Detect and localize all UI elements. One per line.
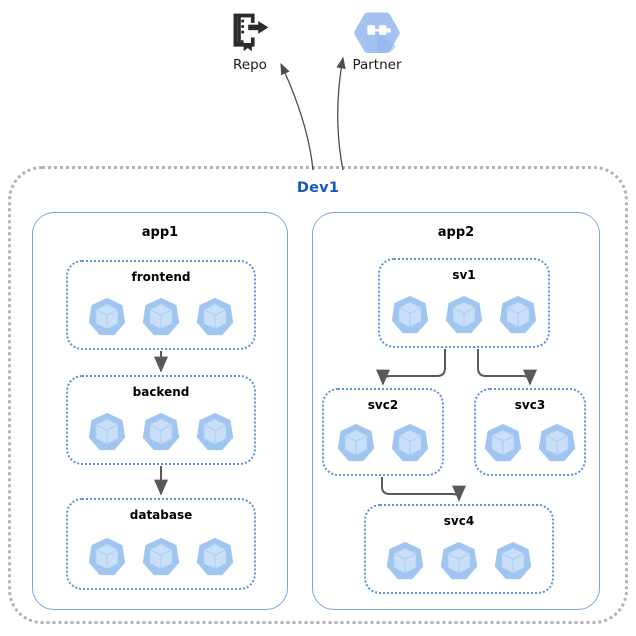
service-box-sv1[interactable]: sv1 — [378, 258, 550, 348]
application-label: app2 — [437, 225, 475, 240]
pod-row — [68, 411, 254, 453]
pod-icon — [386, 541, 424, 580]
service-label: svc2 — [367, 398, 399, 412]
connector-dev1-repo — [280, 62, 314, 171]
service-label: sv1 — [452, 268, 476, 282]
external-node-label: Repo — [233, 57, 267, 73]
pod-row — [324, 422, 442, 464]
service-label: database — [129, 508, 193, 522]
environment-boundary-dev1[interactable] — [8, 166, 628, 624]
pod-icon — [484, 423, 522, 462]
pod-icon — [494, 541, 532, 580]
pod-icon — [142, 537, 180, 576]
pod-icon — [142, 297, 180, 336]
external-node-label: Partner — [352, 57, 402, 73]
connector-dev1-partner — [336, 56, 346, 171]
pod-icon — [88, 537, 126, 576]
service-box-svc3[interactable]: svc3 — [474, 388, 586, 476]
service-box-database[interactable]: database — [66, 498, 256, 590]
service-label: frontend — [131, 270, 191, 284]
application-label: app1 — [141, 225, 179, 240]
pod-row — [68, 296, 254, 338]
repo-icon — [233, 13, 269, 52]
service-box-svc2[interactable]: svc2 — [322, 388, 444, 476]
service-box-frontend[interactable]: frontend — [66, 260, 256, 350]
pod-icon — [196, 537, 234, 576]
pod-row — [68, 536, 254, 578]
pod-icon — [499, 295, 537, 334]
pod-icon — [142, 412, 180, 451]
service-label: backend — [132, 385, 190, 399]
service-box-backend[interactable]: backend — [66, 375, 256, 465]
external-node-repo[interactable]: Repo — [195, 10, 305, 73]
pod-icon — [391, 423, 429, 462]
service-label: svc3 — [514, 398, 546, 412]
service-box-svc4[interactable]: svc4 — [364, 504, 554, 594]
pod-icon — [391, 295, 429, 334]
pod-icon — [445, 295, 483, 334]
pod-icon — [538, 423, 576, 462]
pod-icon — [196, 297, 234, 336]
pod-icon — [440, 541, 478, 580]
service-label: svc4 — [443, 514, 475, 528]
pod-icon — [196, 412, 234, 451]
pod-row — [476, 422, 584, 464]
pod-icon — [337, 423, 375, 462]
external-node-partner[interactable]: Partner — [322, 8, 432, 73]
pod-icon — [88, 297, 126, 336]
pod-icon — [88, 412, 126, 451]
partner-hexagon-icon — [354, 12, 400, 53]
pod-row — [380, 294, 548, 336]
environment-label: Dev1 — [296, 180, 340, 196]
pod-row — [366, 540, 552, 582]
